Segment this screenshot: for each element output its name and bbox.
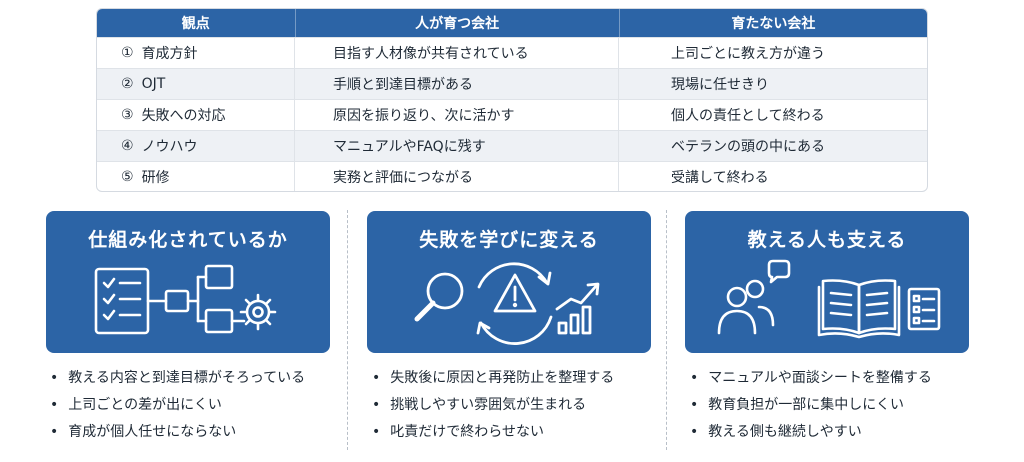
flowchart-icon — [146, 264, 246, 334]
gear-icon — [239, 293, 277, 331]
bad-cell: 個人の責任として終わる — [671, 108, 825, 124]
card-systematization: 仕組み化されているか — [46, 211, 330, 353]
good-cell: マニュアルやFAQに残す — [295, 131, 619, 161]
card-title: 失敗を学びに変える — [419, 229, 599, 251]
bad-cell: 受講して終わる — [671, 170, 769, 186]
good-cell: 原因を振り返り、次に活かす — [295, 100, 619, 130]
table-row: ② OJT 手順と到達目標がある 現場に任せきり — [97, 68, 927, 99]
checklist-icon — [94, 267, 150, 335]
card-title: 教える人も支える — [747, 229, 907, 251]
bullet-item: 教える側も継続しやすい — [690, 419, 932, 446]
row-number: ④ — [121, 138, 134, 154]
row-number: ① — [121, 45, 134, 61]
header-growing-company: 人が育つ会社 — [296, 9, 620, 37]
bullet-item: 教える内容と到達目標がそろっている — [50, 365, 305, 392]
column-divider — [666, 210, 667, 450]
comparison-table: 観点 人が育つ会社 育たない会社 ① 育成方針 目指す人材像が共有されている 上司… — [96, 8, 928, 192]
card-bullets: マニュアルや面談シートを整備する 教育負担が一部に集中しにくい 教える側も継続し… — [690, 365, 932, 446]
bullet-item: 挑戦しやすい雰囲気が生まれる — [372, 392, 614, 419]
aspect-label: OJT — [141, 76, 166, 92]
card-title: 仕組み化されているか — [88, 229, 288, 251]
warning-cycle-icon — [476, 262, 553, 345]
aspect-cell: ② OJT — [97, 69, 295, 99]
bullet-item: 教育負担が一部に集中しにくい — [690, 392, 932, 419]
header-non-growing-company: 育たない会社 — [731, 16, 816, 32]
aspect-cell: ① 育成方針 — [97, 38, 295, 68]
checklist-icon — [907, 287, 941, 331]
aspect-label: 失敗への対応 — [141, 108, 226, 124]
table-row: ④ ノウハウ マニュアルやFAQに残す ベテランの頭の中にある — [97, 130, 927, 161]
card-learn-from-failure: 失敗を学びに変える — [367, 211, 651, 353]
aspect-label: 研修 — [141, 170, 170, 186]
card-support-teachers: 教える人も支える — [685, 211, 969, 353]
people-speech-icon — [717, 259, 791, 335]
aspect-cell: ③ 失敗への対応 — [97, 100, 295, 130]
table-row: ⑤ 研修 実務と評価につながる 受講して終わる — [97, 161, 927, 191]
table-header: 観点 人が育つ会社 育たない会社 — [97, 9, 927, 37]
column-divider — [347, 210, 348, 450]
bullet-item: 育成が個人任せにならない — [50, 419, 305, 446]
aspect-cell: ④ ノウハウ — [97, 131, 295, 161]
row-number: ⑤ — [121, 169, 134, 185]
card-bullets: 教える内容と到達目標がそろっている 上司ごとの差が出にくい 育成が個人任せになら… — [50, 365, 305, 446]
table-body: ① 育成方針 目指す人材像が共有されている 上司ごとに教え方が違う ② OJT 手順… — [97, 37, 927, 191]
bullet-item: 上司ごとの差が出にくい — [50, 392, 305, 419]
row-number: ③ — [121, 107, 134, 123]
open-book-icon — [817, 279, 901, 339]
header-aspect: 観点 — [97, 9, 296, 37]
bad-cell: 上司ごとに教え方が違う — [671, 46, 825, 62]
aspect-cell: ⑤ 研修 — [97, 162, 295, 191]
bad-cell: 現場に任せきり — [671, 77, 769, 93]
magnifier-icon — [414, 272, 464, 322]
aspect-label: ノウハウ — [141, 139, 198, 155]
bullet-item: マニュアルや面談シートを整備する — [690, 365, 932, 392]
table-row: ③ 失敗への対応 原因を振り返り、次に活かす 個人の責任として終わる — [97, 99, 927, 130]
aspect-label: 育成方針 — [141, 46, 198, 62]
good-cell: 手順と到達目標がある — [295, 69, 619, 99]
row-number: ② — [121, 76, 134, 92]
table-row: ① 育成方針 目指す人材像が共有されている 上司ごとに教え方が違う — [97, 37, 927, 68]
good-cell: 実務と評価につながる — [295, 162, 619, 191]
bad-cell: ベテランの頭の中にある — [671, 139, 825, 155]
growth-chart-icon — [555, 282, 600, 335]
card-bullets: 失敗後に原因と再発防止を整理する 挑戦しやすい雰囲気が生まれる 叱責だけで終わら… — [372, 365, 614, 446]
bullet-item: 失敗後に原因と再発防止を整理する — [372, 365, 614, 392]
good-cell: 目指す人材像が共有されている — [295, 38, 619, 68]
bullet-item: 叱責だけで終わらせない — [372, 419, 614, 446]
